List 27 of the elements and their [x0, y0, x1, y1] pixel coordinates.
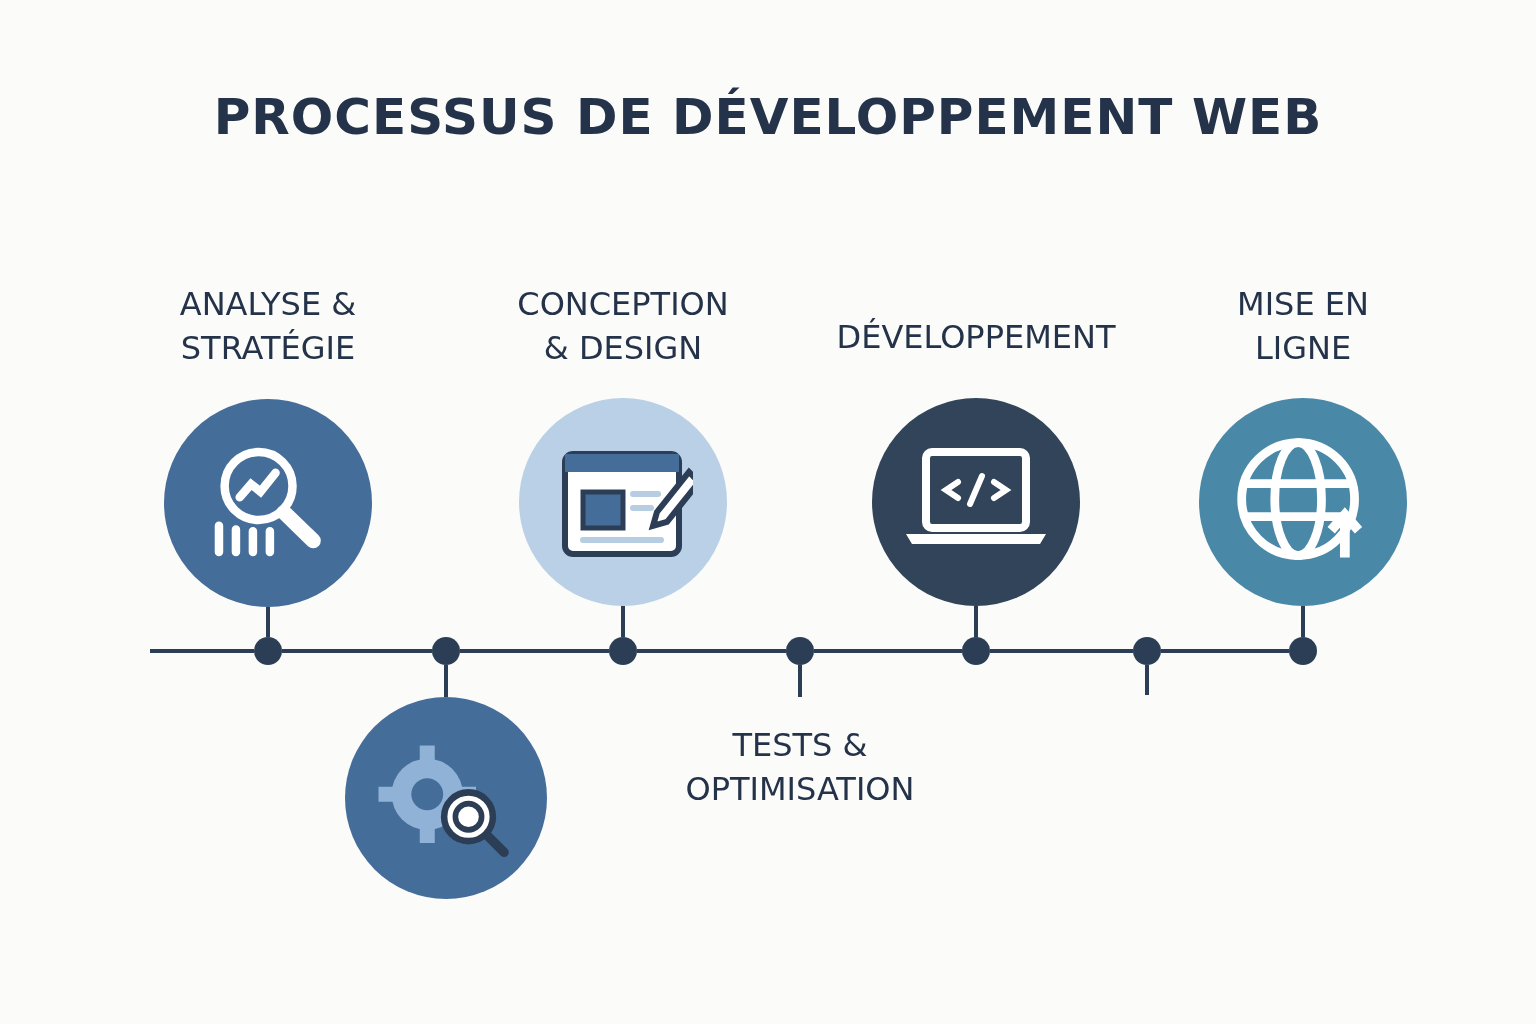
step-title: TESTS & OPTIMISATION	[684, 725, 916, 810]
timeline-line	[637, 649, 786, 653]
timeline-dot	[1133, 637, 1161, 665]
timeline-line	[990, 649, 1133, 653]
timeline-dot	[609, 637, 637, 665]
timeline-dot	[1289, 637, 1317, 665]
connector-line	[621, 606, 625, 637]
connector-line	[444, 665, 448, 697]
connector-line	[798, 665, 802, 697]
timeline-line	[814, 649, 962, 653]
timeline-dot	[786, 637, 814, 665]
timeline-dot	[962, 637, 990, 665]
step-title: ANALYSE & STRATÉGIE	[178, 284, 358, 369]
timeline-line	[460, 649, 609, 653]
connector-line	[266, 607, 270, 637]
connector-line	[1145, 665, 1149, 695]
timeline-line	[1161, 649, 1289, 653]
connector-line	[1301, 606, 1305, 637]
timeline-dot	[432, 637, 460, 665]
timeline-line	[150, 649, 254, 653]
step-title: CONCEPTION & DESIGN	[516, 284, 730, 369]
step-title: MISE EN LIGNE	[1236, 284, 1370, 369]
timeline-line	[282, 649, 432, 653]
connector-line	[974, 606, 978, 637]
timeline-dot	[254, 637, 282, 665]
step-title: DÉVELOPPEMENT	[835, 317, 1117, 358]
title: PROCESSUS DE DÉVELOPPEMENT WEB	[212, 88, 1324, 146]
